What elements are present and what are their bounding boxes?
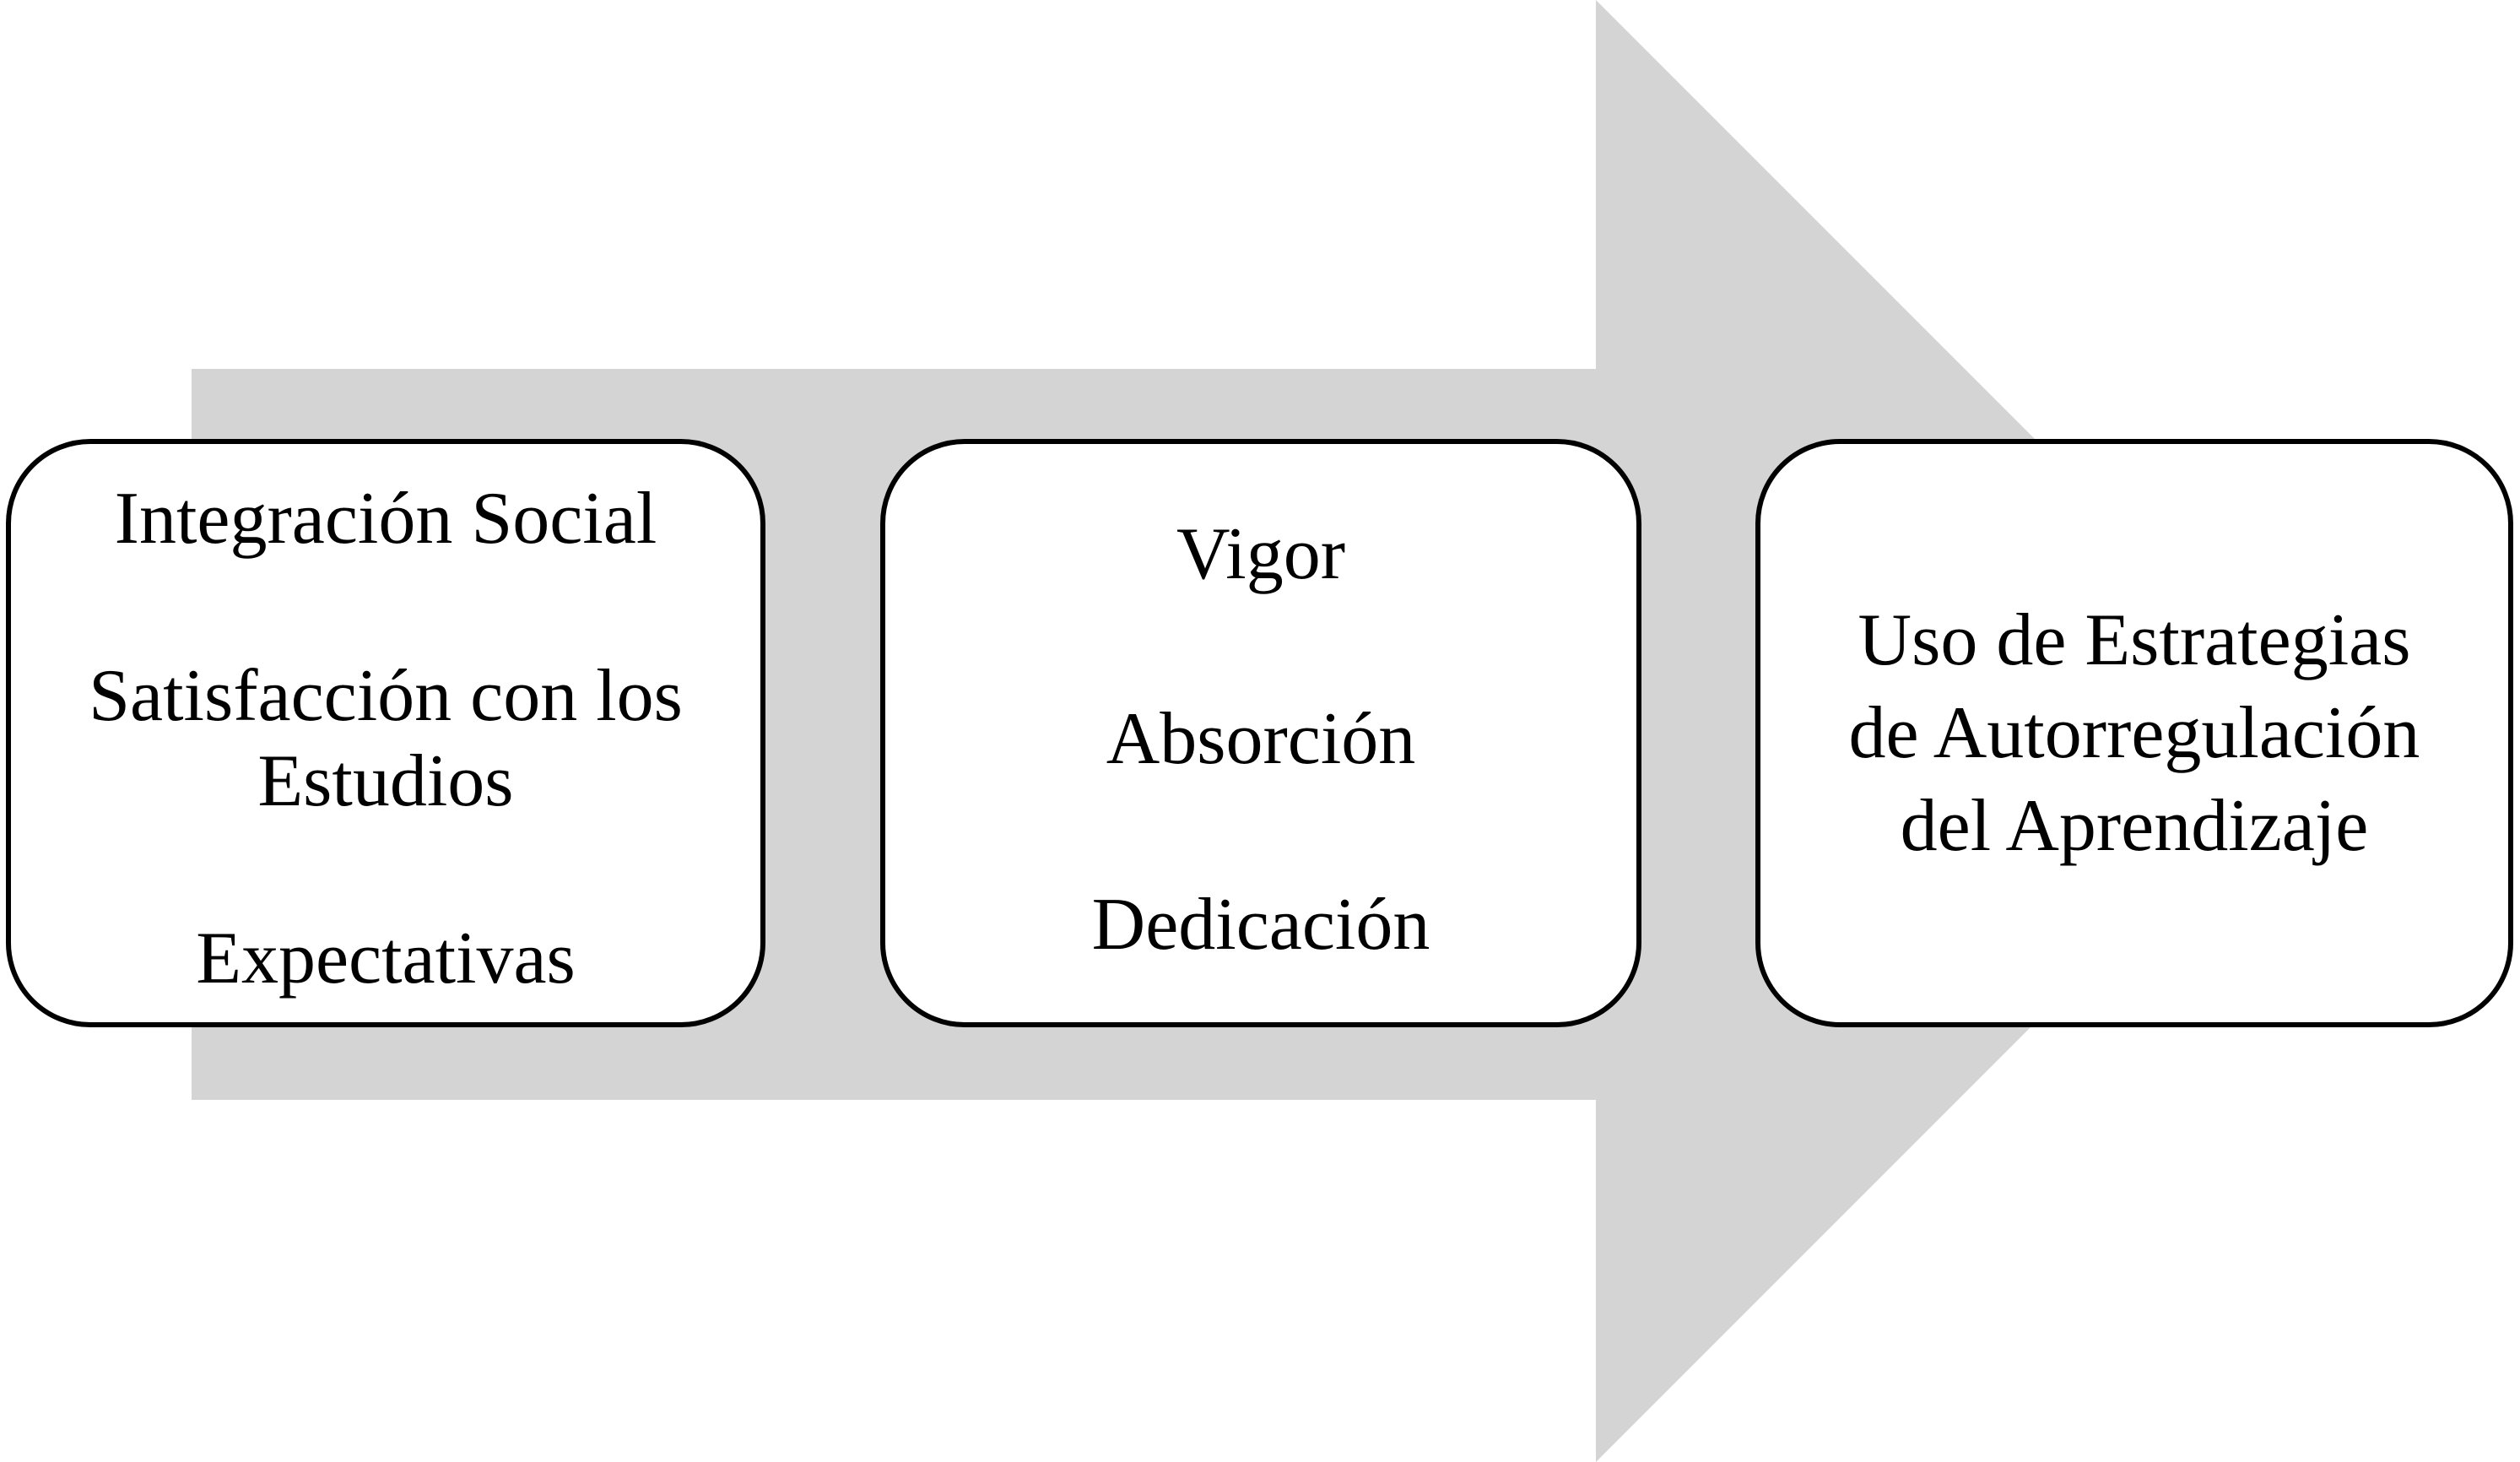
stage2-label-dedicacion: Dedicación <box>1091 883 1430 966</box>
stage2-label-absorcion: Absorción <box>1106 698 1416 781</box>
stage3-label-uso-estrategias: Uso de Estrategias de Autorregulación de… <box>1848 598 2420 867</box>
stage-box-outcome: Uso de Estrategias de Autorregulación de… <box>1755 439 2513 1027</box>
stage1-label-expectativas: Expectativas <box>196 917 576 999</box>
stage1-label-satisfaccion-estudios: Satisfacción con los Estudios <box>89 654 683 822</box>
stage-box-antecedents: Integración Social Satisfacción con los … <box>6 439 765 1027</box>
stage-box-engagement: Vigor Absorción Dedicación <box>880 439 1641 1027</box>
stage1-label-integracion-social: Integración Social <box>114 478 657 560</box>
stage2-label-vigor: Vigor <box>1176 513 1346 595</box>
